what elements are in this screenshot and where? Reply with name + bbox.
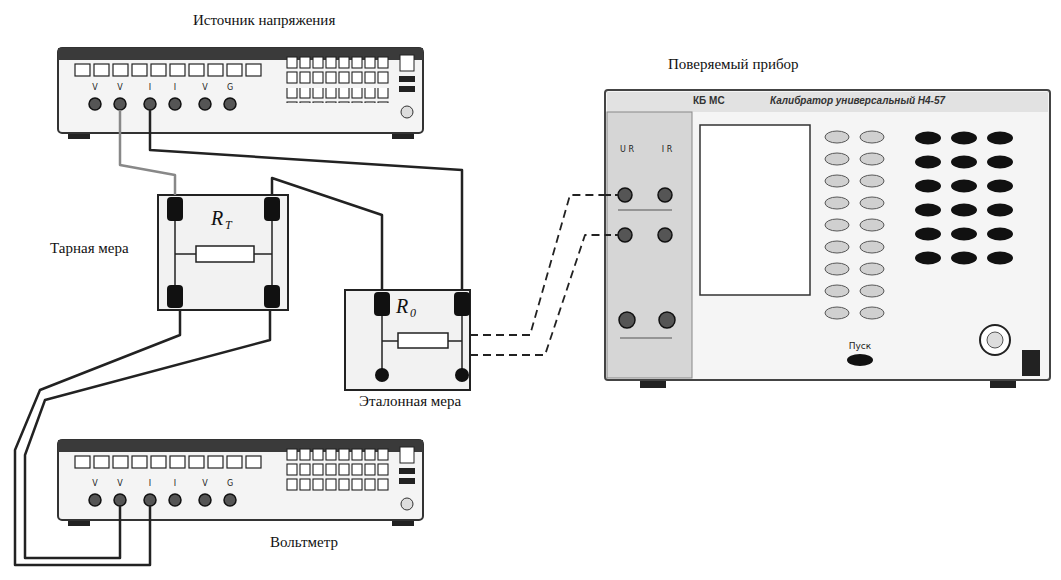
node-text: Вольтметр [270, 534, 338, 551]
calibrator-under-test-node: Поверяемый приборКБ МСКалибратор универс… [605, 90, 1050, 380]
wire [25, 310, 270, 558]
terminal-label: I [174, 84, 176, 92]
node-text: T [225, 219, 232, 233]
wire [150, 133, 462, 290]
terminal-label: V [117, 84, 122, 92]
voltage-source-node: Источник напряжения [58, 48, 423, 133]
calibrator-body [605, 90, 1050, 388]
node-text: 0 [410, 307, 416, 321]
panel-label: U R [620, 146, 634, 154]
terminal-label: G [227, 480, 233, 488]
node-text: Эталонная мера [359, 393, 461, 410]
node-text: Источник напряжения [193, 12, 335, 29]
terminal-label: V [202, 84, 207, 92]
terminal-label: V [92, 84, 97, 92]
terminal-label: V [117, 480, 122, 488]
reference-resistor-box [345, 290, 470, 390]
panel-label: Пуск [849, 342, 871, 351]
terminal-label: V [92, 480, 97, 488]
terminal-label: I [149, 84, 151, 92]
dashed-wire [470, 195, 605, 335]
voltmeter-body [58, 440, 423, 526]
terminal-label: G [227, 84, 233, 92]
terminal-label: V [202, 480, 207, 488]
node-text: R [396, 295, 408, 318]
node-text: Тарная мера [50, 240, 129, 257]
wire [272, 178, 382, 290]
wire [120, 133, 175, 195]
reference-resistor-node: R0Эталонная мера [345, 290, 470, 390]
node-text: Поверяемый прибор [668, 56, 799, 73]
node-text: R [211, 207, 223, 230]
tare-resistor-box [158, 195, 288, 310]
wire [15, 310, 180, 565]
terminal-label: I [149, 480, 151, 488]
voltage-source-body [58, 48, 423, 139]
voltmeter-node: Вольтметр [58, 440, 423, 520]
dashed-wire [470, 235, 605, 355]
node-text: КБ МС [693, 95, 725, 107]
terminal-label: I [174, 480, 176, 488]
tare-resistor-node: Тарная мераRT [158, 195, 288, 310]
node-text: Калибратор универсальный Н4-57 [770, 95, 945, 107]
panel-label: I R [662, 146, 672, 154]
